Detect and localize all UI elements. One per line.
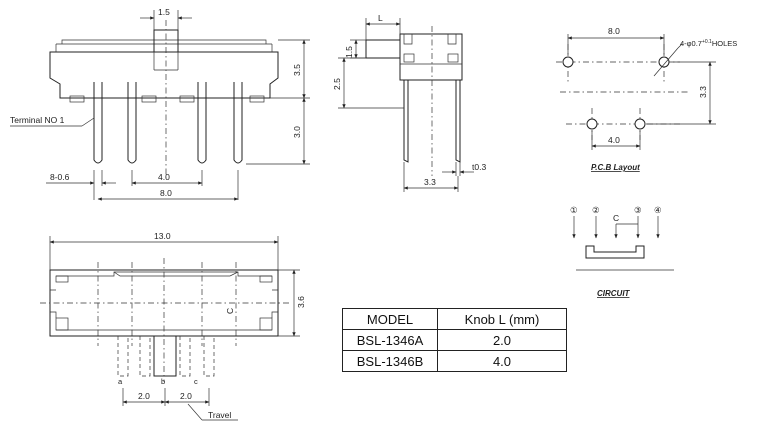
pcb-layout: 8.0 4-φ0.7+0.1HOLES 3.3 4.0 P.C.B Layout	[556, 26, 737, 172]
pcb-hole-4	[634, 118, 646, 130]
circuit-terminal-2: ②	[592, 205, 600, 215]
circuit-terminal-3: ③	[634, 205, 642, 215]
position-a: a	[118, 377, 123, 386]
pcb-layout-title: P.C.B Layout	[591, 163, 640, 172]
table-row: BSL-1346B 4.0	[342, 350, 567, 372]
circuit-terminal-1: ①	[570, 205, 578, 215]
dim-travel-1: 2.0	[138, 391, 150, 401]
model-table: MODEL Knob L (mm) BSL-1346A 2.0 BSL-1346…	[342, 308, 567, 372]
dim-outer-span: 8.0	[160, 188, 172, 198]
dim-body-height: 3.5	[292, 64, 302, 76]
dim-pin-length: 3.0	[292, 126, 302, 138]
table-cell-model: BSL-1346B	[342, 350, 438, 372]
table-cell-model: BSL-1346A	[342, 329, 438, 351]
dim-travel-2: 2.0	[180, 391, 192, 401]
dim-knob-width: 1.5	[158, 7, 170, 17]
top-center-label: C	[225, 308, 235, 314]
table-row: BSL-1346A 2.0	[342, 329, 567, 351]
holes-note: 4-φ0.7+0.1HOLES	[680, 39, 737, 48]
side-view: L 1.5 2.5 t0.3 3.3	[332, 13, 486, 192]
table-cell-knob-l: 4.0	[437, 350, 567, 372]
dim-total-width: 3.6	[296, 296, 306, 308]
dim-pcb-height: 3.3	[698, 86, 708, 98]
table-header-row: MODEL Knob L (mm)	[342, 308, 567, 330]
dim-inner-span: 4.0	[158, 172, 170, 182]
circuit-common-label: C	[613, 213, 619, 223]
circuit-diagram: ① ② ③ ④ C CIRCUIT	[570, 205, 674, 298]
dim-knob-height: 1.5	[344, 46, 354, 58]
dim-pcb-pin-span: 4.0	[608, 135, 620, 145]
dim-pin-diameter: 8-0.6	[50, 172, 70, 182]
pcb-hole-1	[562, 56, 574, 68]
dim-pin-spacing: 3.3	[424, 177, 436, 187]
dim-pcb-width: 8.0	[608, 26, 620, 36]
pcb-hole-3	[586, 118, 598, 130]
dim-pin-thickness: t0.3	[472, 162, 486, 172]
travel-label: Travel	[208, 410, 231, 420]
circuit-terminal-4: ④	[654, 205, 662, 215]
terminal-label: Terminal NO 1	[10, 115, 65, 125]
circuit-title: CIRCUIT	[597, 289, 631, 298]
position-c: c	[194, 377, 198, 386]
front-view: 1.5 3.5 3.0 Terminal NO 1 8-0.6 4.0 8.0	[10, 7, 310, 201]
position-b: b	[161, 377, 165, 386]
column-header-model: MODEL	[342, 308, 438, 330]
column-header-knob-l: Knob L (mm)	[437, 308, 567, 330]
top-view: C a b c 13.0 3.6 2.0 2.0 Travel	[40, 231, 306, 421]
dim-side-height: 2.5	[332, 78, 342, 90]
dim-total-length: 13.0	[154, 231, 171, 241]
table-cell-knob-l: 2.0	[437, 329, 567, 351]
pcb-hole-2	[658, 56, 670, 68]
dim-knob-length: L	[378, 13, 383, 23]
